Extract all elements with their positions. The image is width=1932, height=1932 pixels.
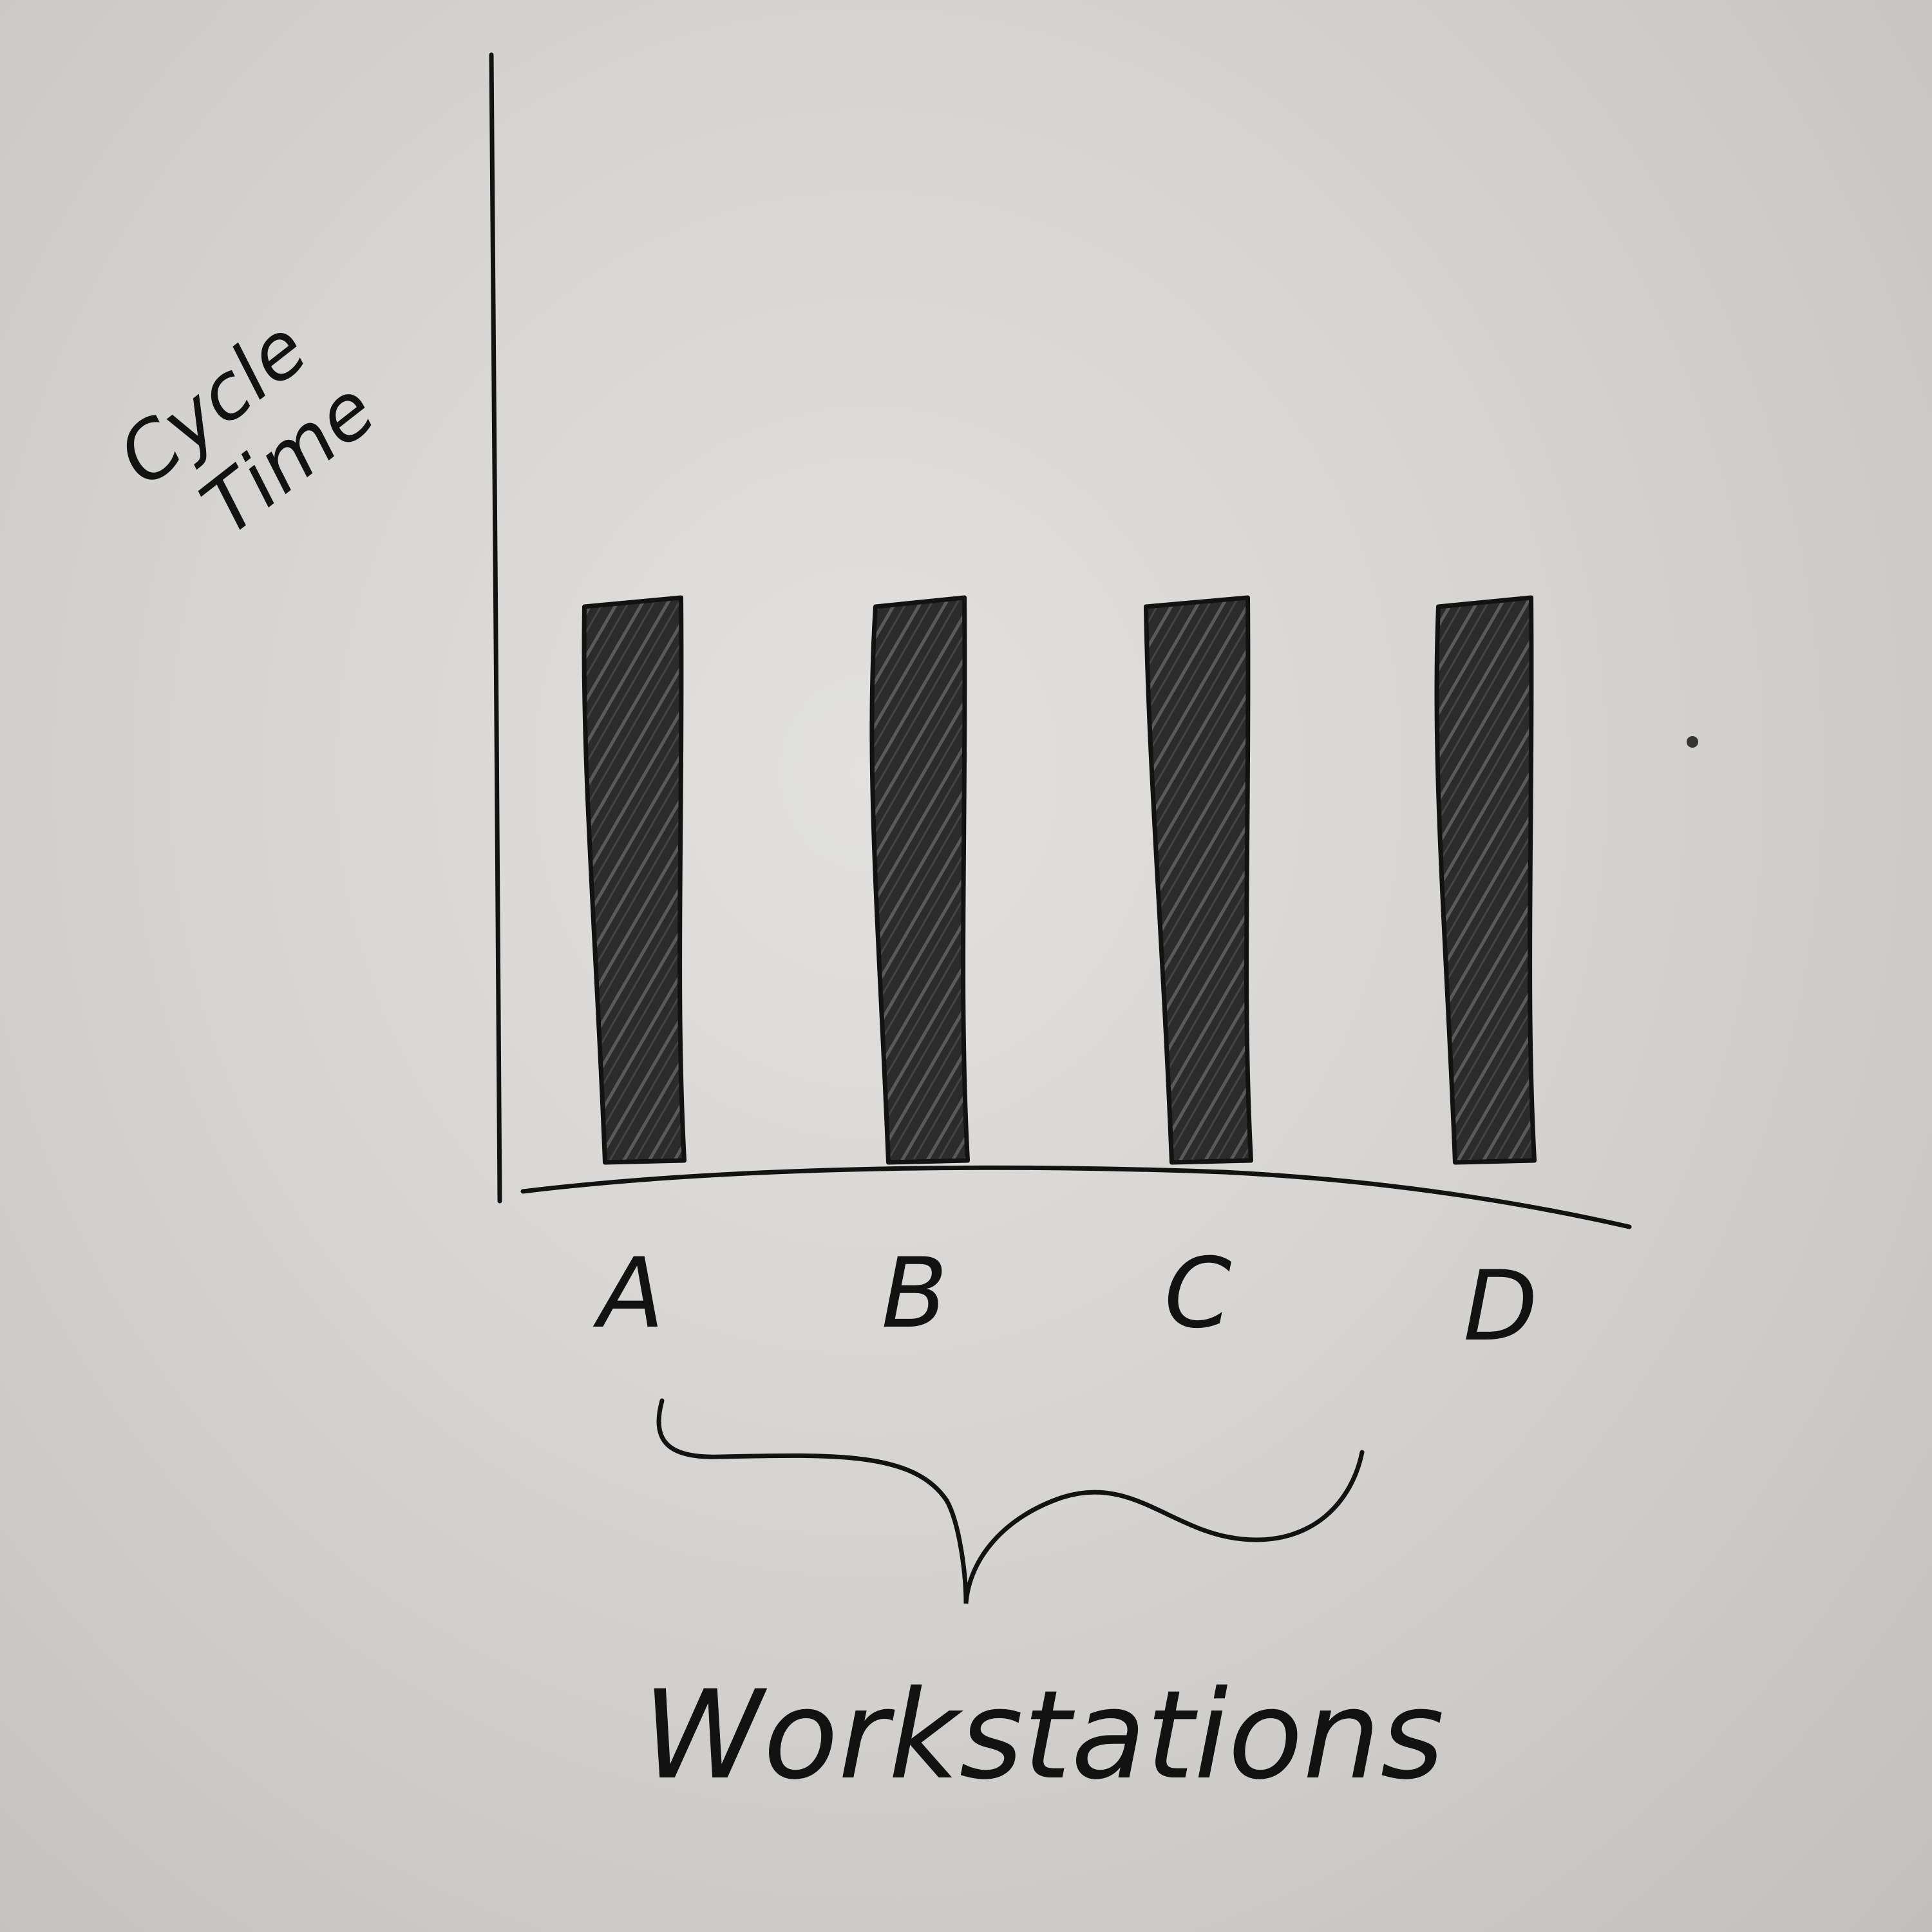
bar-b [869, 595, 970, 1165]
board-mark [1687, 736, 1698, 748]
bar-c [1144, 595, 1253, 1165]
bars-group [582, 595, 1537, 1165]
x-tick-label-d: D [1463, 1251, 1538, 1363]
bar-d [1434, 595, 1537, 1165]
x-tick-label-b: B [882, 1238, 948, 1350]
y-axis-label: Cycle Time [102, 303, 392, 553]
bar-a [582, 595, 687, 1165]
y-axis-line [489, 52, 502, 1204]
category-brace [656, 1398, 1365, 1604]
x-tick-label-a: A [593, 1238, 665, 1350]
x-axis-line [520, 1165, 1632, 1229]
x-tick-label-c: C [1164, 1238, 1232, 1350]
x-tick-labels: A B C D [593, 1238, 1538, 1363]
x-axis-label: Workstations [642, 1664, 1444, 1806]
